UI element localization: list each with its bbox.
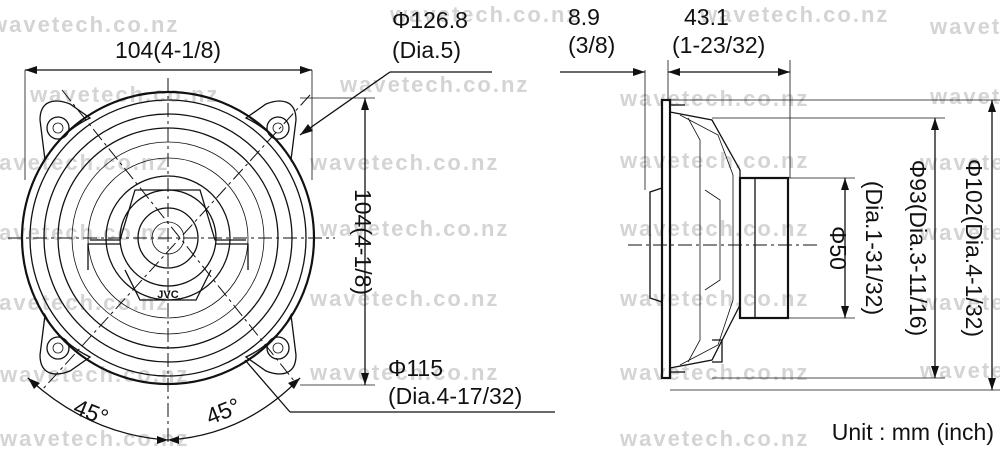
cone-profile xyxy=(687,117,701,363)
watermark-text: wavetech.co.nz xyxy=(0,426,189,450)
tweeter-protrusion xyxy=(649,187,663,303)
frame-inner-ring xyxy=(29,99,307,377)
arrow-head xyxy=(841,306,849,318)
angle-right-label: 45° xyxy=(202,392,244,429)
arrow-head xyxy=(931,366,939,378)
mounting-ear-bottom-right xyxy=(244,312,297,375)
mount-depth-inch: (1-23/32) xyxy=(672,32,765,58)
leader-line xyxy=(244,359,291,413)
watermark-text: wavetech.co.nz xyxy=(619,148,809,173)
arrow-head xyxy=(988,100,996,112)
unit-label: Unit : mm (inch) xyxy=(832,419,994,445)
watermark-text: wavetech.co.nz xyxy=(0,150,169,175)
diagonal-centerline xyxy=(41,94,311,391)
watermark-text: wavetech.co.nz xyxy=(919,150,1000,175)
watermark-text: wavetech.co.nz xyxy=(619,216,809,241)
watermark-text: wavetech.co.nz xyxy=(929,14,1000,39)
arrow-head xyxy=(841,178,849,190)
cone-diameter-label: Φ93(Dia.3-11/16) xyxy=(905,160,931,336)
arrow-head xyxy=(931,118,939,130)
cutout-diameter-label: Φ126.8 xyxy=(392,7,468,33)
terminal xyxy=(712,339,723,363)
watermark-text: wavetech.co.nz xyxy=(309,286,499,311)
angle-arc-right xyxy=(167,377,301,441)
arrow-head xyxy=(988,378,996,390)
height-label: 104(4-1/8) xyxy=(350,189,376,295)
arrow-head xyxy=(300,124,313,135)
watermark-text: wavetech.co.nz xyxy=(0,220,169,245)
watermark-text: wavetech.co.nz xyxy=(0,290,169,315)
watermark-text: wavetech.co.nz xyxy=(919,220,1000,245)
arrow-head xyxy=(361,373,369,385)
diagonal-centerline xyxy=(61,89,296,383)
magnet-diameter-label: Φ50 xyxy=(825,226,851,270)
arrow-head xyxy=(168,436,179,444)
watermark-text: wavetech.co.nz xyxy=(339,72,529,97)
flange-depth-label: 8.9 xyxy=(568,4,600,30)
watermark-text: wavetech.co.nz xyxy=(29,82,219,107)
watermark-text: wavetech.co.nz xyxy=(919,290,1000,315)
watermark-text: wavetech.co.nz xyxy=(0,12,179,37)
magnet xyxy=(738,176,790,320)
cutout-diameter-inch: (Dia.5) xyxy=(392,37,461,63)
mount-depth-label: 43.1 xyxy=(684,4,729,30)
arrow-head xyxy=(361,98,369,110)
leader-line xyxy=(299,71,391,136)
flange xyxy=(660,98,672,380)
side-view: 8.9 (3/8) 43.1 (1-23/32) Φ50 (Dia.1-31/3… xyxy=(560,4,1000,391)
watermark-text: wavetech.co.nz xyxy=(699,2,889,27)
mounting-ear-top-right xyxy=(244,100,297,163)
watermark-text: wavetech.co.nz xyxy=(619,426,809,450)
watermark-text: wavetech.co.nz xyxy=(919,358,1000,383)
arrow-head xyxy=(288,378,300,389)
mount-diameter-label: Φ115 xyxy=(388,355,443,381)
arrow-head xyxy=(300,66,312,74)
watermark-text: wavetech.co.nz xyxy=(619,86,809,111)
arrow-head xyxy=(157,436,168,444)
arrow-head xyxy=(28,378,40,389)
arrow-head xyxy=(25,66,37,74)
front-view: JVC 104(4-1/8) 104(4-1/8) Φ126.8 (Dia.5)… xyxy=(8,7,555,445)
arrow-head xyxy=(778,68,790,76)
watermark-text: wavetech.co.nz xyxy=(929,84,1000,109)
frame-diameter-label: Φ102(Dia.4-1/32) xyxy=(961,159,987,337)
basket-inner xyxy=(679,114,734,366)
tweeter-bridge-leg xyxy=(216,243,249,270)
watermark-text: wavetech.co.nz xyxy=(309,360,499,385)
angle-arc-left xyxy=(27,377,169,441)
watermark-text: wavetech.co.nz xyxy=(619,286,809,311)
arrow-head xyxy=(633,68,645,76)
watermark-text: wavetech.co.nz xyxy=(309,150,499,175)
magnet-diameter-inch: (Dia.1-31/32) xyxy=(861,181,887,315)
watermark-text: wavetech.co.nz xyxy=(619,360,809,385)
flange-depth-inch: (3/8) xyxy=(568,32,615,58)
arrow-head xyxy=(668,68,680,76)
tweeter-bridge-leg xyxy=(87,243,120,270)
watermark-text: wavetech.co.nz xyxy=(389,2,579,27)
width-label: 104(4-1/8) xyxy=(115,37,221,63)
watermark-text: wavetech.co.nz xyxy=(319,216,509,241)
mount-diameter-inch: (Dia.4-17/32) xyxy=(388,383,522,409)
cone-profile xyxy=(704,189,721,291)
tweeter-bridge-lower xyxy=(124,269,212,301)
brand-logo: JVC xyxy=(157,289,178,301)
